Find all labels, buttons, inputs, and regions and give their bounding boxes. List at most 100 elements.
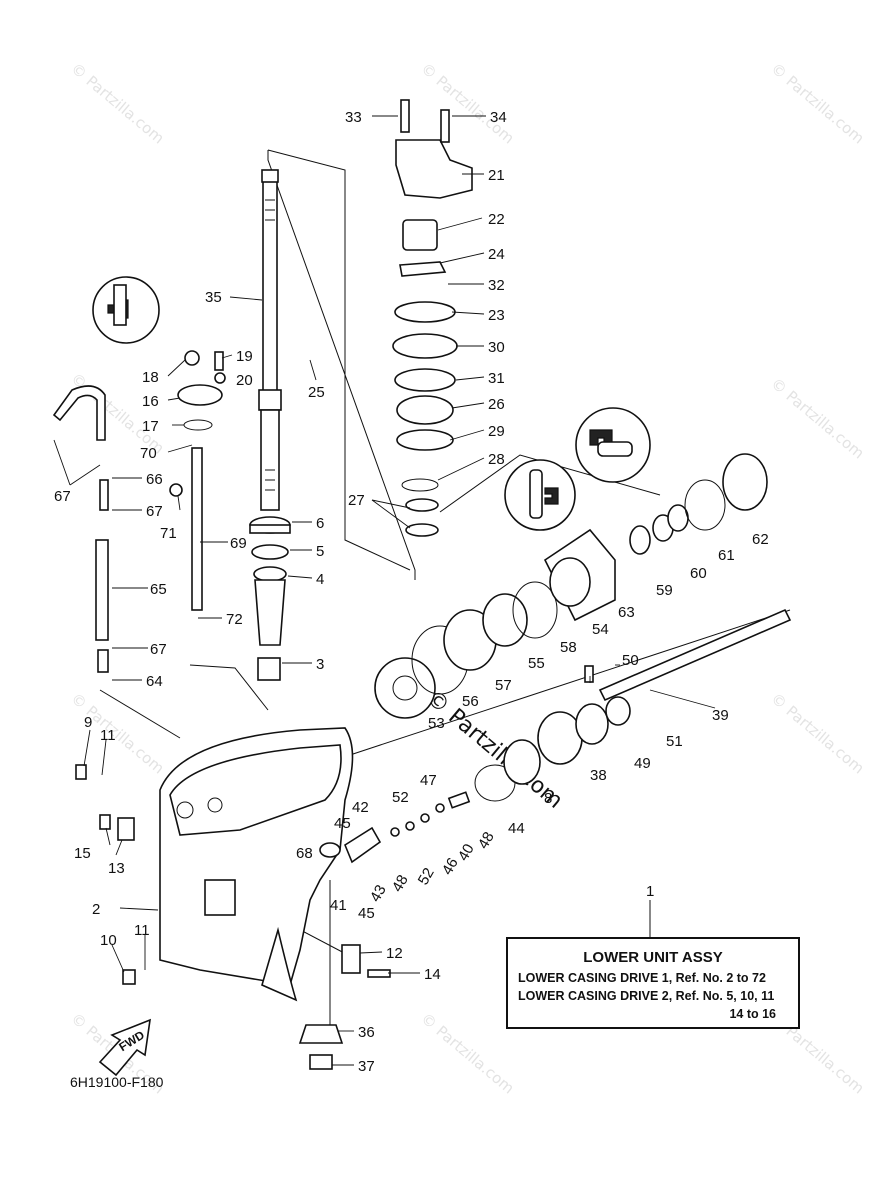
anode-13: [117, 817, 135, 841]
housing-26: [396, 395, 454, 425]
callout-6: 6: [316, 515, 324, 532]
propeller-shaft-assembly: [298, 453, 792, 1070]
callout-65: 65: [150, 581, 167, 598]
shift-rod-boot-16: [177, 384, 223, 406]
insert-22: [402, 219, 438, 251]
callout-16: 16: [142, 393, 159, 410]
ring-61: [684, 479, 726, 531]
bolt-10: [122, 969, 136, 985]
pin-50: [584, 665, 594, 683]
callout-46: 46: [439, 855, 462, 878]
bolt-15: [99, 814, 111, 830]
impeller-24: [399, 261, 447, 277]
gasket-29: [396, 429, 454, 451]
spring-44: [447, 791, 471, 809]
assembly-info-box: LOWER UNIT ASSY LOWER CASING DRIVE 1, Re…: [506, 937, 800, 1029]
callout-30: 30: [488, 339, 505, 356]
pump-housing-21: [395, 139, 473, 199]
callout-5: 5: [316, 543, 324, 560]
callout-48: 48: [389, 872, 412, 895]
bushing-3: [257, 657, 281, 681]
bearing-59: [629, 525, 651, 555]
callout-28: 28: [488, 451, 505, 468]
assembly-row-drive-2: LOWER CASING DRIVE 2, Ref. No. 5, 10, 11: [518, 989, 775, 1003]
callout-68: 68: [296, 845, 313, 862]
joint-66: [99, 479, 109, 511]
nipple-64: [97, 649, 109, 673]
callout-23: 23: [488, 307, 505, 324]
callout-50: 50: [622, 652, 639, 669]
shift-rod-69: [191, 447, 203, 611]
plate-window: [204, 879, 236, 916]
shift-parts-left: [52, 350, 226, 673]
bolt-9: [75, 764, 87, 780]
assembly-row-drive-1: LOWER CASING DRIVE 1, Ref. No. 2 to 72: [518, 971, 766, 985]
o-ring-17: [183, 419, 213, 431]
watermark: © Partzilla.com: [767, 374, 867, 462]
reverse-gear-38: [537, 711, 583, 765]
callout-66: 66: [146, 471, 163, 488]
dog-clutch-49: [575, 703, 609, 745]
callout-69: 69: [230, 535, 247, 552]
callout-8: 8: [544, 790, 552, 807]
callout-67: 67: [54, 488, 71, 505]
callout-52: 52: [392, 789, 409, 806]
tube-65: [95, 539, 109, 641]
callout-27: 27: [348, 492, 365, 509]
callout-11: 11: [134, 922, 150, 939]
shift-cam-41: [344, 826, 382, 864]
screw-19: [214, 351, 224, 371]
fwd-arrow-icon: [98, 1018, 151, 1077]
watermark: © Partzilla.com: [767, 689, 867, 777]
callout-57: 57: [495, 677, 512, 694]
callout-52: 52: [415, 865, 438, 888]
gasket-31: [394, 368, 456, 392]
callout-47: 47: [420, 772, 437, 789]
callout-49: 49: [634, 755, 651, 772]
callout-51: 51: [666, 733, 683, 750]
seal-27b: [405, 523, 439, 537]
plate-30: [392, 333, 458, 359]
detail-insets: [92, 276, 651, 531]
callout-38: 38: [590, 767, 607, 784]
anode-12: [341, 944, 361, 974]
bearing-55: [482, 593, 528, 647]
callout-20: 20: [236, 372, 253, 389]
callout-15: 15: [74, 845, 91, 862]
drive-shaft-bearings: [249, 516, 291, 681]
pin-68: [319, 842, 341, 858]
forward-gear-53: [374, 657, 436, 719]
bolt-14: [367, 969, 391, 978]
propeller-shaft-39: [598, 608, 792, 702]
o-ring-58: [512, 581, 558, 639]
callout-14: 14: [424, 966, 441, 983]
callout-1: 1: [646, 883, 654, 900]
o-ring-28: [401, 478, 439, 492]
shim-5: [251, 544, 289, 560]
lower-casing: [75, 727, 391, 1002]
callout-40: 40: [455, 841, 478, 864]
drive-shaft: [258, 169, 282, 511]
callout-18: 18: [142, 369, 159, 386]
callout-39: 39: [712, 707, 729, 724]
callout-60: 60: [690, 565, 707, 582]
callout-71: 71: [160, 525, 177, 542]
callout-64: 64: [146, 673, 163, 690]
callout-26: 26: [488, 396, 505, 413]
spring-51: [605, 696, 631, 726]
callout-42: 42: [352, 799, 369, 816]
callout-37: 37: [358, 1058, 375, 1075]
sleeve-4: [253, 566, 287, 582]
callout-25: 25: [308, 384, 325, 401]
callout-4: 4: [316, 571, 324, 588]
callout-55: 55: [528, 655, 545, 672]
callout-53: 53: [428, 715, 445, 732]
callout-43: 43: [367, 882, 390, 905]
callout-22: 22: [488, 211, 505, 228]
watermark: © Partzilla.com: [67, 59, 167, 147]
callout-33: 33: [345, 109, 362, 126]
shift-mechanism: [319, 764, 516, 864]
callout-17: 17: [142, 418, 159, 435]
hose-66: [52, 385, 106, 441]
callout-62: 62: [752, 531, 769, 548]
